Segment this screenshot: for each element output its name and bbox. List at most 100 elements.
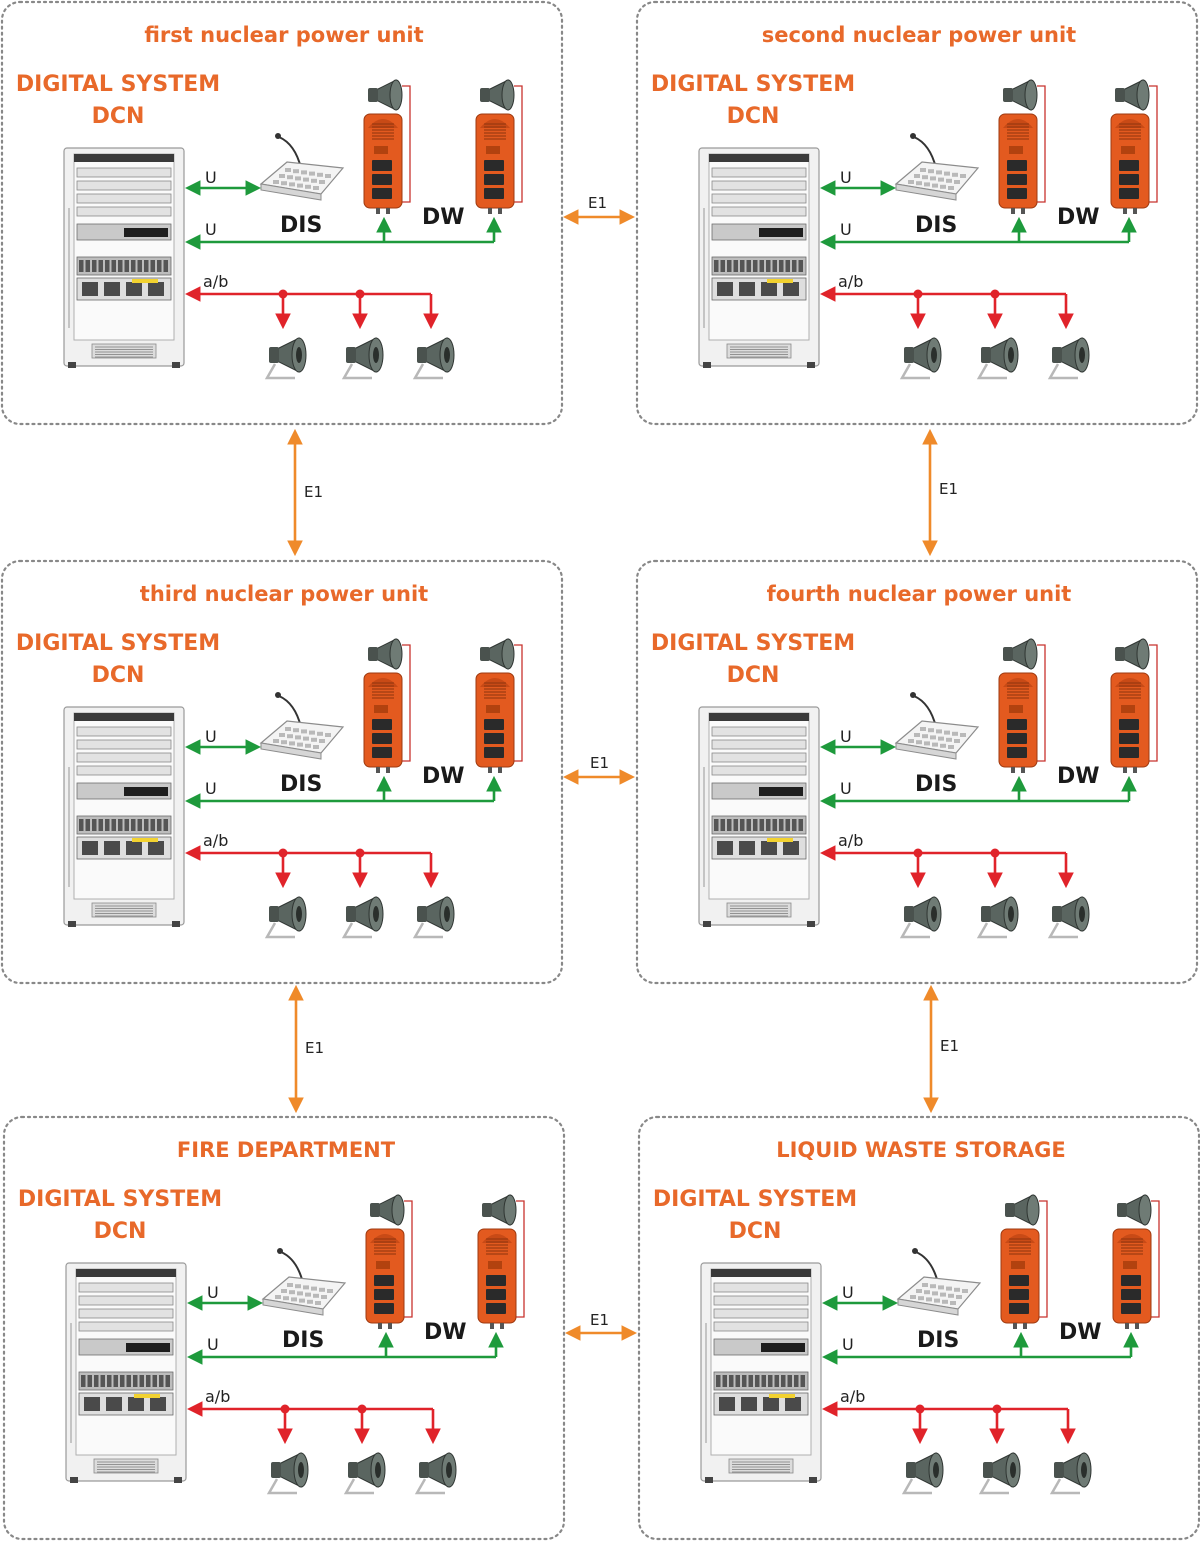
server-cabinet [700,1262,822,1483]
u-bus-label: U [840,779,852,798]
u-link-label: U [840,168,852,187]
dis-label: DIS [915,772,957,797]
doorway-station-icon [363,638,411,773]
ab-junction-dot [355,848,365,858]
loudspeaker-icon [343,1452,386,1495]
ab-junction-dot [280,1404,290,1414]
dis-label: DIS [280,772,322,797]
u-bus-label: U [842,1335,854,1354]
e1-link-unit3-fire: E1 [288,984,324,1114]
u-link-label: U [205,727,217,746]
horn-speaker-icon [480,79,515,111]
ab-junction-dot [990,289,1000,299]
unit-title: second nuclear power unit [762,23,1076,47]
loudspeaker-icon [412,337,455,380]
ab-link-label: a/b [840,1387,865,1406]
loudspeaker-icon [899,896,942,939]
digital-system-label: DIGITAL SYSTEM [16,631,220,656]
e1-link-unit1-unit3: E1 [287,428,323,557]
doorway-station-icon [1112,1194,1160,1329]
e1-link-label: E1 [588,194,607,212]
doorway-station-icon [998,79,1046,214]
doorway-station-icon [1110,79,1158,214]
dw-label: DW [1059,1320,1102,1345]
dcn-label: DCN [92,663,145,688]
u-link-label: U [205,168,217,187]
dw-label: DW [422,764,465,789]
server-cabinet [698,147,820,368]
dispatcher-console-icon [259,692,345,760]
ab-junction-dot [915,1404,925,1414]
loudspeaker-icon [1047,896,1090,939]
loudspeaker-icon [899,337,942,380]
horn-speaker-icon [1005,1194,1040,1226]
unit-box-border [635,0,1199,426]
doorway-station-icon [1000,1194,1048,1329]
e1-link-label: E1 [305,1039,324,1057]
u-bus-label: U [840,220,852,239]
doorway-station-icon [998,638,1046,773]
unit-box-border [0,559,564,985]
ab-link-label: a/b [838,831,863,850]
server-cabinet [698,706,820,927]
ab-link-label: a/b [203,831,228,850]
unit-title: first nuclear power unit [144,23,423,47]
horn-speaker-icon [1003,79,1038,111]
u-link-label: U [842,1283,854,1302]
dis-label: DIS [917,1328,959,1353]
loudspeaker-icon [414,1452,457,1495]
e1-link-label: E1 [939,480,958,498]
horn-speaker-icon [370,1194,405,1226]
u-link-label: U [207,1283,219,1302]
unit-title: FIRE DEPARTMENT [177,1138,396,1162]
dcn-label: DCN [729,1219,782,1244]
e1-link-fire-waste: E1 [564,1311,638,1341]
u-bus-label: U [205,220,217,239]
e1-link-label: E1 [940,1037,959,1055]
ab-junction-dot [355,289,365,299]
ab-junction-dot [990,848,1000,858]
u-bus-label: U [207,1335,219,1354]
horn-speaker-icon [368,638,403,670]
e1-link-unit3-unit4: E1 [562,754,636,785]
e1-link-label: E1 [590,1311,609,1329]
doorway-station-icon [475,79,523,214]
dw-label: DW [424,1320,467,1345]
loudspeaker-icon [976,896,1019,939]
digital-system-label: DIGITAL SYSTEM [16,72,220,97]
e1-link-unit1-unit2: E1 [562,194,636,225]
digital-system-label: DIGITAL SYSTEM [18,1187,222,1212]
dw-label: DW [1057,205,1100,230]
ab-link-label: a/b [205,1387,230,1406]
unit-box-border [637,1115,1200,1541]
horn-speaker-icon [1115,638,1150,670]
dcn-label: DCN [727,663,780,688]
doorway-station-icon [475,638,523,773]
doorway-station-icon [365,1194,413,1329]
loudspeaker-icon [264,337,307,380]
ab-junction-dot [913,848,923,858]
dispatcher-console-icon [261,1248,347,1316]
dispatcher-console-icon [896,1248,982,1316]
doorway-station-icon [477,1194,525,1329]
unit-title: LIQUID WASTE STORAGE [776,1138,1066,1162]
loudspeaker-icon [266,1452,309,1495]
horn-speaker-icon [482,1194,517,1226]
u-link-label: U [840,727,852,746]
dcn-label: DCN [727,104,780,129]
loudspeaker-icon [978,1452,1021,1495]
e1-link-label: E1 [304,483,323,501]
horn-speaker-icon [1117,1194,1152,1226]
loudspeaker-icon [412,896,455,939]
server-cabinet [63,706,185,927]
server-cabinet [65,1262,187,1483]
e1-link-unit4-waste: E1 [923,984,959,1114]
unit-title: third nuclear power unit [140,582,428,606]
ab-junction-dot [357,1404,367,1414]
loudspeaker-icon [264,896,307,939]
horn-speaker-icon [368,79,403,111]
